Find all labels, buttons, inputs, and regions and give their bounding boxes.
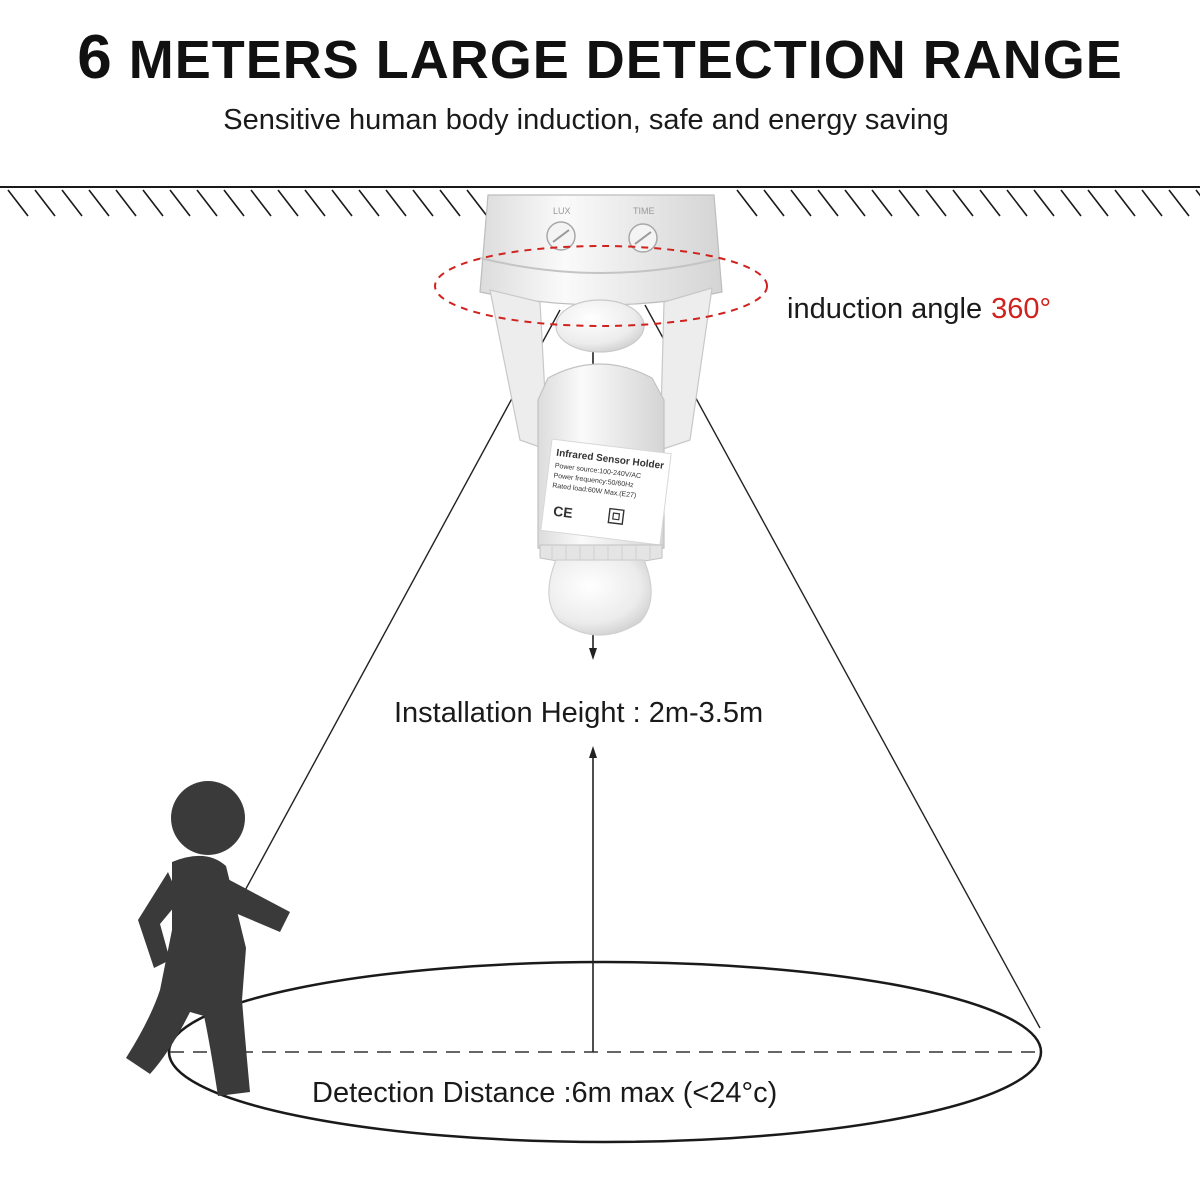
ceiling-hatch-mark [223,189,245,217]
ceiling-hatch-mark [250,189,272,217]
ceiling-hatch-mark [277,189,299,217]
ceiling-hatch-mark [34,189,56,217]
ceiling-hatch-mark [142,189,164,217]
ceiling [0,186,1200,217]
ceiling-hatch-mark [169,189,191,217]
ceiling-hatch-mark [412,189,434,217]
double-insulation-icon [607,507,625,525]
ceiling-hatch-mark [763,189,785,217]
ceiling-hatch-mark [61,189,83,217]
ceiling-hatch-mark [1141,189,1163,217]
ceiling-hatch-mark [466,189,488,217]
ceiling-hatch-mark [898,189,920,217]
ceiling-hatch-mark [1060,189,1082,217]
ceiling-hatch-mark [817,189,839,217]
walking-person-icon [126,781,290,1096]
adjust-knob-left: LUX [546,206,576,251]
ceiling-hatch-mark [304,189,326,217]
ceiling-hatch-mark [331,189,353,217]
detection-cone [241,304,1041,1029]
product-label: Infrared Sensor Holder Power source:100-… [540,438,672,546]
ceiling-hatch-mark [1087,189,1109,217]
rotation-360-ring [434,245,768,327]
detection-ellipse [167,960,1043,1144]
ceiling-hatch-mark [952,189,974,217]
page-subtitle: Sensitive human body induction, safe and… [223,104,949,136]
ce-mark: CE [552,503,573,521]
svg-text:TIME: TIME [633,206,655,216]
induction-angle-value: 360° [991,293,1051,325]
ceiling-hatch-mark [844,189,866,217]
adjust-knob-right: TIME [628,206,658,253]
title-text: METERS LARGE DETECTION RANGE [128,30,1123,90]
svg-text:LUX: LUX [553,206,571,216]
title-number: 6 [77,23,113,92]
ceiling-hatch-mark [7,189,29,217]
ceiling-hatch-mark [1114,189,1136,217]
ceiling-hatch-mark [1168,189,1190,217]
ceiling-hatch-mark [871,189,893,217]
ceiling-hatch-mark [1033,189,1055,217]
ceiling-hatch-mark [196,189,218,217]
ceiling-hatch-mark [115,189,137,217]
ceiling-hatch-mark [358,189,380,217]
detection-distance-label: Detection Distance :6m max (<24°c) [312,1077,777,1109]
ceiling-hatch-mark [1195,189,1200,197]
ceiling-hatch-mark [790,189,812,217]
ceiling-hatch-mark [736,189,758,217]
installation-height-label: Installation Height : 2m-3.5m [394,697,763,729]
ceiling-hatch-mark [88,189,110,217]
ceiling-hatch-mark [979,189,1001,217]
ceiling-hatch-mark [385,189,407,217]
ceiling-hatch-mark [925,189,947,217]
page-title: 6 METERS LARGE DETECTION RANGE [0,22,1200,93]
ceiling-hatch-mark [439,189,461,217]
sensor-device: LUX TIME Infrared Sensor Holder Power so… [479,194,723,636]
ceiling-hatch-mark [1006,189,1028,217]
